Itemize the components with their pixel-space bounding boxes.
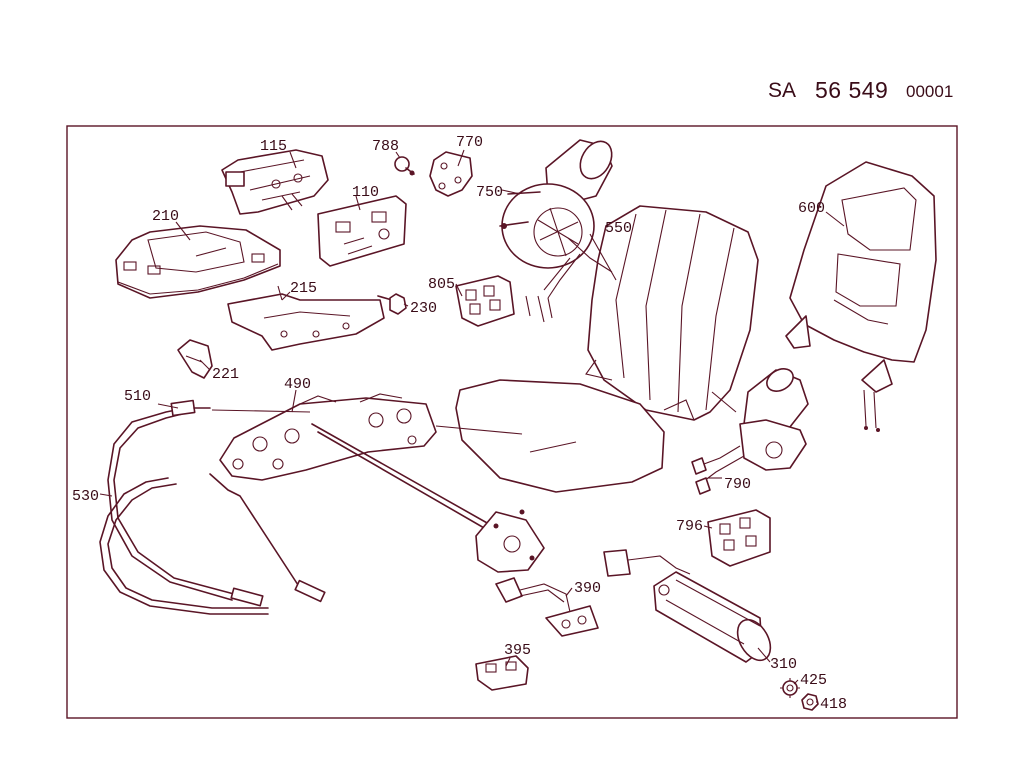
header-prefix: SA — [768, 79, 797, 102]
callout-395: 395 — [504, 642, 531, 659]
part-210-switch-housing[interactable] — [115, 225, 281, 299]
callout-770: 770 — [456, 134, 483, 151]
callout-425: 425 — [800, 672, 827, 689]
part-510-drive-cable[interactable] — [107, 399, 264, 607]
part-215-mounting-rail[interactable] — [227, 285, 385, 351]
callout-600: 600 — [798, 200, 825, 217]
drive-shaft[interactable] — [311, 423, 545, 573]
diagram-frame — [66, 125, 958, 719]
part-310-height-motor[interactable] — [603, 549, 777, 666]
part-115-switch-bracket[interactable] — [221, 149, 329, 215]
callout-796: 796 — [676, 518, 703, 535]
callout-215: 215 — [290, 280, 317, 297]
part-390-wiring-harness[interactable] — [495, 577, 599, 637]
header-sheet-number: 00001 — [906, 82, 954, 101]
header-diagram-number: 56 549 — [815, 77, 889, 103]
part-790-fore-aft-motor[interactable] — [691, 364, 809, 495]
callout-790: 790 — [724, 476, 751, 493]
part-490-adjuster-gearbox[interactable] — [219, 393, 437, 481]
callout-230: 230 — [410, 300, 437, 317]
part-221-clip[interactable] — [177, 339, 213, 379]
callout-490: 490 — [284, 376, 311, 393]
part-796-relay-block[interactable] — [707, 509, 771, 567]
leader-lines — [99, 149, 845, 703]
seat-cushion[interactable] — [455, 379, 665, 493]
callout-310: 310 — [770, 656, 797, 673]
part-788-screw[interactable] — [394, 156, 415, 176]
part-230-bolt[interactable] — [377, 293, 407, 315]
callout-750: 750 — [476, 184, 503, 201]
callout-labels: 115 788 770 110 750 550 600 210 805 215 … — [72, 134, 847, 713]
part-395-connector[interactable] — [475, 655, 529, 691]
callout-530: 530 — [72, 488, 99, 505]
callout-805: 805 — [428, 276, 455, 293]
callout-550: 550 — [605, 220, 632, 237]
part-750-height-motor[interactable] — [499, 136, 618, 299]
part-805-relay-block[interactable] — [455, 275, 553, 327]
callout-418: 418 — [820, 696, 847, 713]
part-110-switch-panel[interactable] — [317, 195, 407, 267]
callout-115: 115 — [260, 138, 287, 155]
part-550-backrest[interactable] — [585, 205, 759, 421]
callout-510: 510 — [124, 388, 151, 405]
callout-788: 788 — [372, 138, 399, 155]
part-530-drive-cable[interactable] — [99, 473, 326, 615]
callout-210: 210 — [152, 208, 179, 225]
part-770-bracket[interactable] — [429, 151, 473, 197]
callout-221: 221 — [212, 366, 239, 383]
part-425-gear[interactable] — [780, 678, 800, 698]
callout-390: 390 — [574, 580, 601, 597]
callout-110: 110 — [352, 184, 379, 201]
part-418-nut[interactable] — [801, 693, 819, 711]
